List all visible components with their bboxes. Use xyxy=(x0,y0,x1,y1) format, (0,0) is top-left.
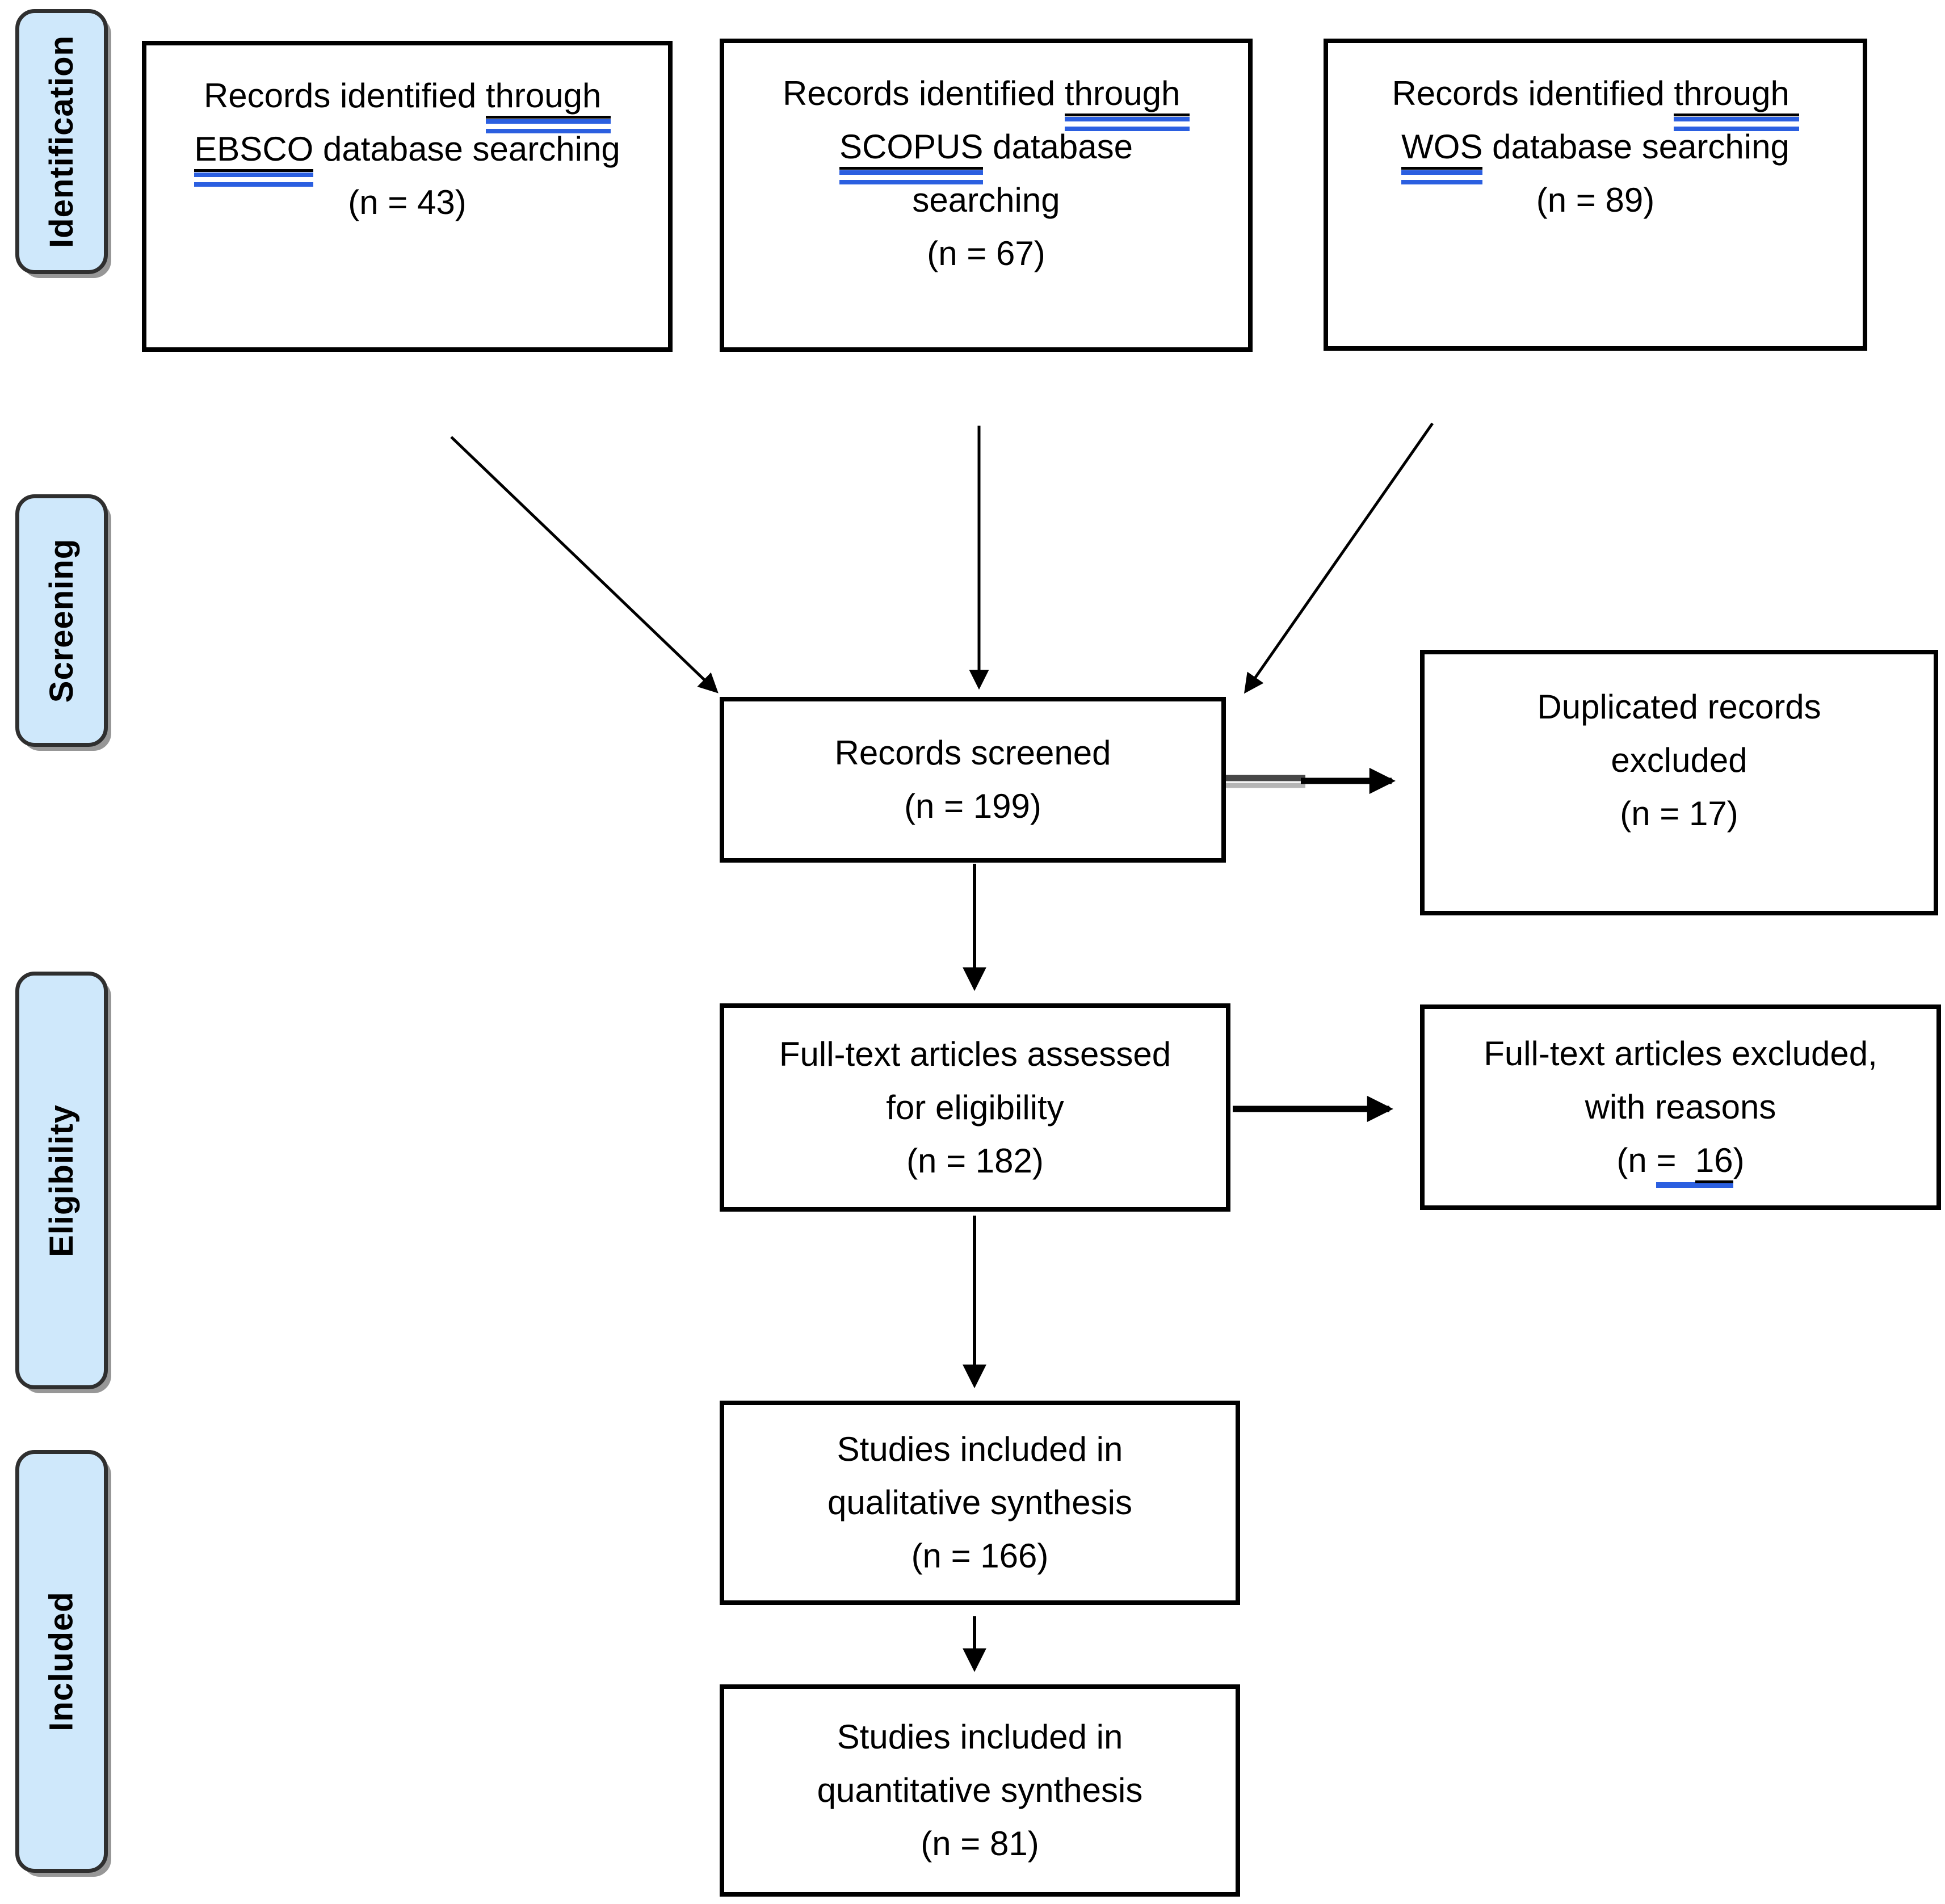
box-count: (n = 16) xyxy=(1425,1134,1936,1188)
underlined-word-through: through xyxy=(1674,74,1799,116)
arrow-wos-to-screened xyxy=(1244,422,1434,694)
box-qualitative-synthesis: Studies included in qualitative synthesi… xyxy=(720,1401,1240,1605)
arrow-ebsco-to-screened xyxy=(450,436,719,693)
grammar-underlined-word: SCOPUS xyxy=(839,128,984,184)
box-line: Records identified through xyxy=(1328,67,1863,131)
underlined-word-through: through xyxy=(1064,74,1190,116)
box-count: (n = 67) xyxy=(927,234,1045,272)
box-line: qualitative synthesis xyxy=(827,1483,1132,1521)
box-records-identified-scopus: Records identified through SCOPUS databa… xyxy=(720,39,1253,352)
box-line: with reasons xyxy=(1585,1088,1776,1126)
grammar-underlined-word: EBSCO xyxy=(194,130,314,187)
box-count: (n = 43) xyxy=(348,183,467,221)
grammar-underlined-word: through xyxy=(1674,74,1799,131)
box-count: (n = 17) xyxy=(1620,795,1738,833)
box-text: database searching xyxy=(313,130,620,168)
grammar-underlined-word: WOS xyxy=(1401,128,1483,184)
grammar-underlined-word: through xyxy=(1064,74,1190,131)
box-records-identified-wos: Records identified through WOS database … xyxy=(1324,39,1867,351)
box-records-identified-ebsco: Records identified through EBSCO databas… xyxy=(142,41,673,352)
box-line: for eligibility xyxy=(886,1088,1064,1127)
box-text: (n xyxy=(1616,1141,1657,1179)
box-text: = xyxy=(1656,1141,1695,1179)
box-text: Records identified xyxy=(203,77,486,115)
stage-label-included: Included xyxy=(15,1450,108,1873)
box-text: Records identified xyxy=(1392,74,1674,112)
box-duplicated-records-excluded: Duplicated records excluded (n = 17) xyxy=(1420,650,1938,915)
box-line: searching xyxy=(912,181,1060,219)
box-count: (n = 81) xyxy=(921,1825,1039,1863)
box-line: Studies included in xyxy=(837,1718,1123,1756)
box-line: EBSCO database searching xyxy=(146,123,668,187)
box-text: ) xyxy=(1733,1141,1745,1179)
box-records-screened: Records screened (n = 199) xyxy=(720,697,1226,863)
box-line: SCOPUS database xyxy=(724,120,1248,184)
stage-label-screening: Screening xyxy=(15,494,108,747)
underlined-word-scopus: SCOPUS xyxy=(839,128,984,170)
box-line: WOS database searching xyxy=(1328,120,1863,184)
stage-label-text: Eligibility xyxy=(43,1104,80,1257)
underlined-word-wos: WOS xyxy=(1401,128,1483,170)
stage-label-identification: Identification xyxy=(15,9,108,274)
underlined-number: 16 xyxy=(1695,1141,1733,1183)
box-line: Studies included in xyxy=(837,1430,1123,1468)
box-count: (n = 166) xyxy=(911,1537,1049,1575)
box-line: Records identified through xyxy=(724,67,1248,131)
box-line: Records screened xyxy=(834,734,1111,772)
box-line: Duplicated records xyxy=(1537,688,1821,726)
stage-label-text: Identification xyxy=(43,35,81,248)
underlined-word-ebsco: EBSCO xyxy=(194,130,314,172)
box-text: Records identified xyxy=(782,74,1065,112)
box-line: Full-text articles excluded, xyxy=(1484,1035,1877,1073)
box-text: database xyxy=(983,128,1133,166)
underlined-word-through: through xyxy=(485,77,611,119)
box-line: excluded xyxy=(1611,741,1747,779)
box-line: Records identified through xyxy=(146,69,668,133)
box-fulltext-excluded: Full-text articles excluded, with reason… xyxy=(1420,1004,1941,1210)
grammar-underlined-value: = 16 xyxy=(1656,1141,1733,1188)
stage-label-eligibility: Eligibility xyxy=(15,972,108,1389)
box-count: (n = 182) xyxy=(906,1141,1044,1180)
box-count: (n = 89) xyxy=(1536,181,1655,219)
stage-label-text: Included xyxy=(43,1591,80,1731)
box-count: (n = 199) xyxy=(904,787,1041,825)
box-line: quantitative synthesis xyxy=(817,1771,1143,1809)
box-fulltext-assessed: Full-text articles assessed for eligibil… xyxy=(720,1003,1230,1212)
box-text: database searching xyxy=(1482,128,1789,166)
box-line: Full-text articles assessed xyxy=(779,1035,1171,1073)
stage-label-text: Screening xyxy=(43,538,80,703)
grammar-underlined-word: through xyxy=(485,77,611,133)
box-quantitative-synthesis: Studies included in quantitative synthes… xyxy=(720,1684,1240,1897)
